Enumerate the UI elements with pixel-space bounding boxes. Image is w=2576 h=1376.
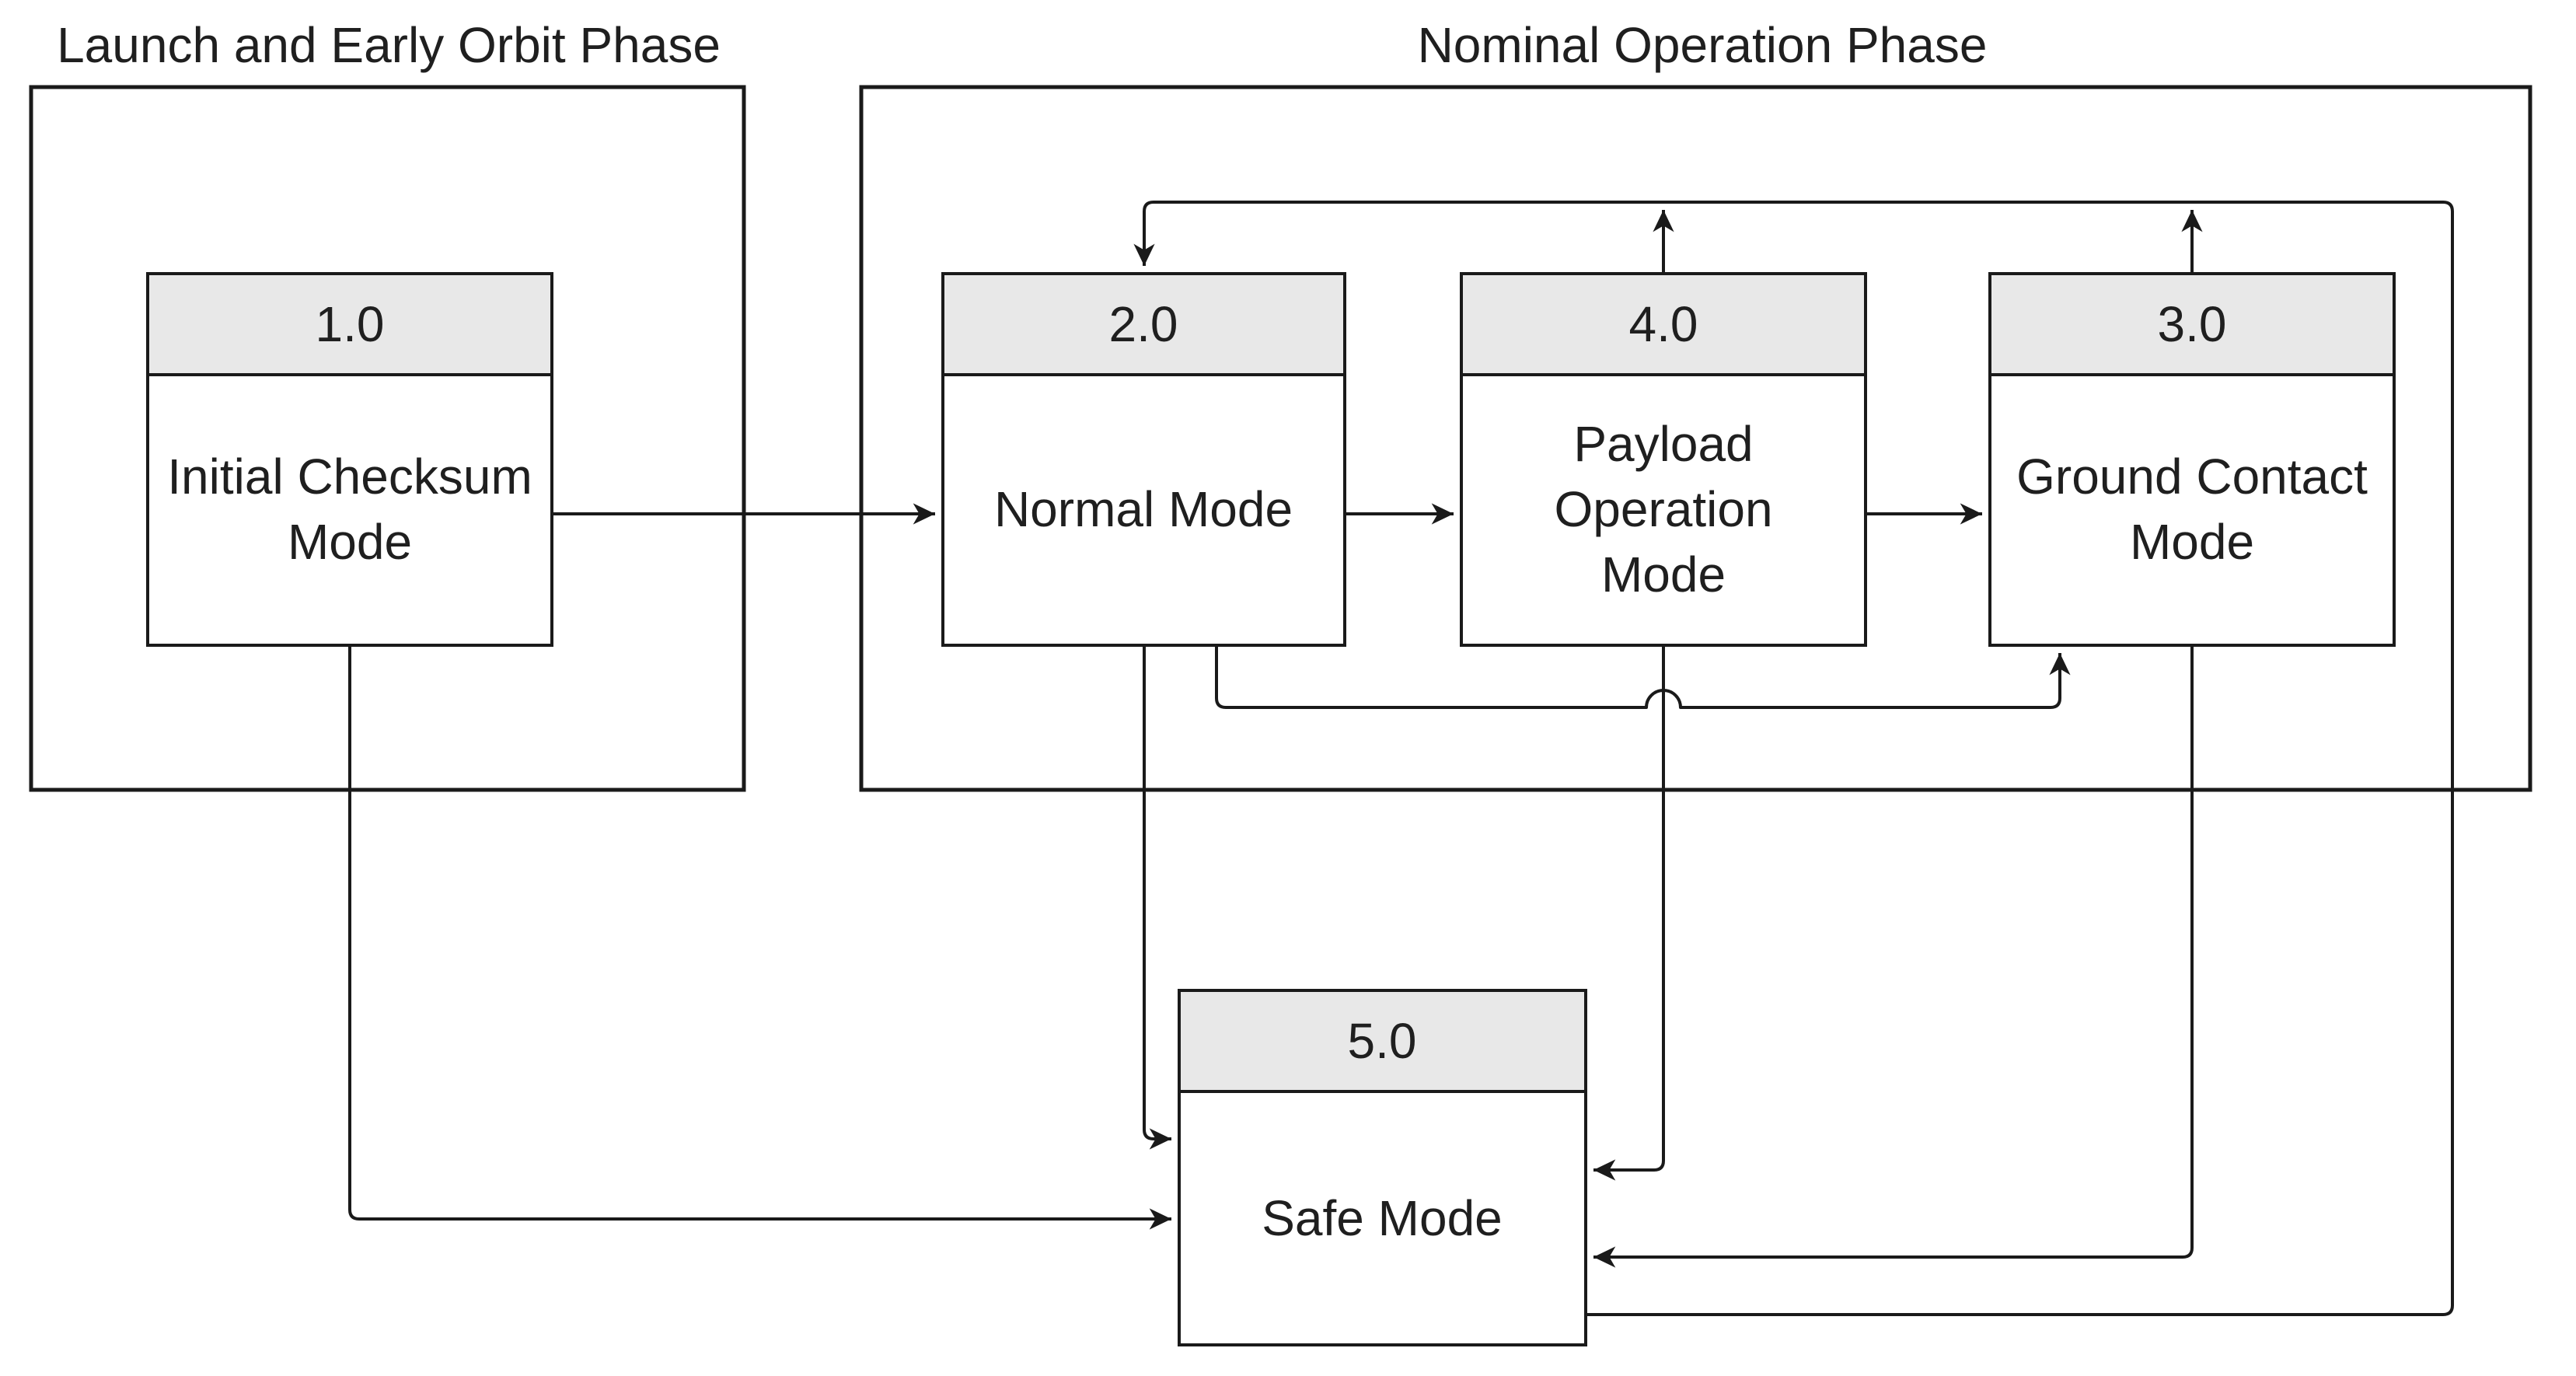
nominal-phase-title: Nominal Operation Phase <box>1418 17 1988 73</box>
leop-phase-title: Launch and Early Orbit Phase <box>57 17 721 73</box>
mode-box-header <box>1178 989 1587 1093</box>
arrow-normal-to-safe <box>1143 645 1171 1150</box>
mode-name-line: Operation <box>1554 481 1772 537</box>
mode-name-line: Payload <box>1573 416 1753 472</box>
arrow-initial-checksum-to-safe <box>348 645 1171 1230</box>
mode-name-line: Ground Contact <box>2016 449 2368 505</box>
mode-box-body <box>1460 373 1867 647</box>
mode-name-line: Mode <box>288 514 412 570</box>
mode-id-label: 1.0 <box>316 296 385 352</box>
mode-box-header <box>1460 272 1867 376</box>
mode-box-normal: 2.0 Normal Mode <box>941 272 1346 647</box>
arrow-safe-to-normal-return <box>1133 201 2454 1316</box>
mode-name-line: Initial Checksum <box>167 449 532 505</box>
mode-name-line: Mode <box>1601 547 1726 602</box>
mode-box-body <box>1178 1090 1587 1346</box>
mode-box-payload-operation: 4.0 Payload Operation Mode <box>1460 272 1867 647</box>
mode-id-label: 5.0 <box>1348 1013 1417 1069</box>
mode-box-header <box>941 272 1346 376</box>
mode-box-body <box>146 373 553 647</box>
mode-box-ground-contact: 3.0 Ground Contact Mode <box>1988 272 2396 647</box>
mode-box-body <box>941 373 1346 647</box>
mode-name-line: Safe Mode <box>1262 1190 1503 1246</box>
mode-id-label: 2.0 <box>1109 296 1178 352</box>
mode-box-safe: 5.0 Safe Mode <box>1178 989 1587 1346</box>
arrow-payload-operation-to-safe <box>1593 645 1665 1181</box>
arrow-ground-contact-to-safe <box>1593 645 2194 1268</box>
mode-id-label: 4.0 <box>1629 296 1698 352</box>
mode-name-line: Mode <box>2130 514 2254 570</box>
mode-box-header <box>1988 272 2396 376</box>
mode-box-header <box>146 272 553 376</box>
mode-id-label: 3.0 <box>2158 296 2227 352</box>
mode-name-line: Normal Mode <box>994 481 1293 537</box>
mode-box-body <box>1988 373 2396 647</box>
mode-box-initial-checksum: 1.0 Initial Checksum Mode <box>146 272 553 647</box>
